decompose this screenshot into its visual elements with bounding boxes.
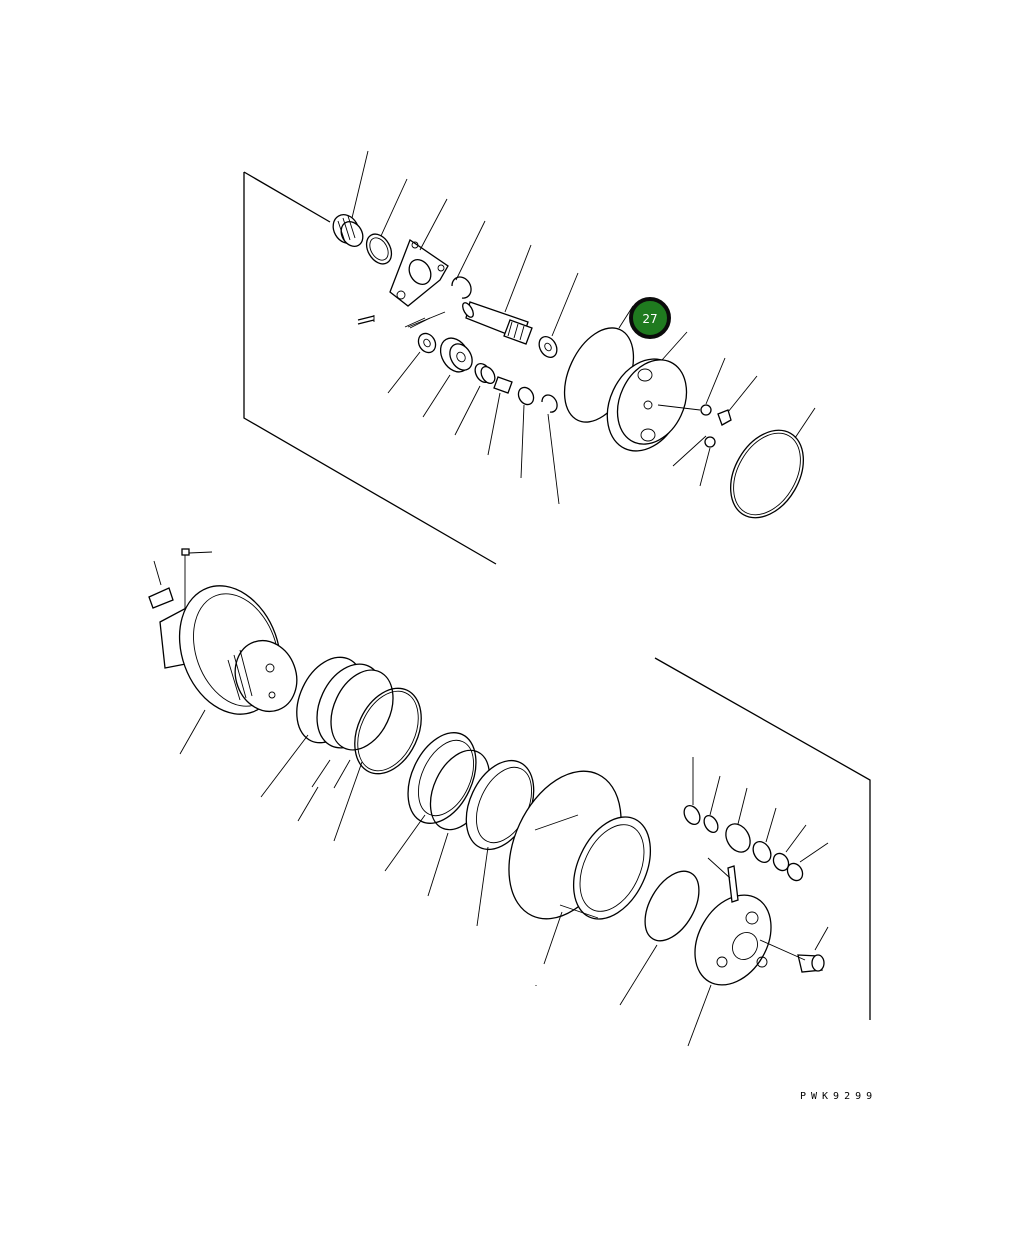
seal-ring-2	[354, 687, 422, 775]
planet-carrier	[694, 894, 772, 986]
snap-ring-top	[365, 233, 393, 265]
needle-bearing-top	[332, 214, 364, 247]
pin-sleeve	[797, 954, 825, 973]
cover-plate	[389, 238, 449, 307]
lower-group-frame	[654, 657, 871, 1020]
washer-lower-1	[683, 805, 701, 825]
planet-gear-lower	[725, 823, 751, 853]
upper-leader-lines	[351, 150, 816, 505]
motor-housing	[159, 585, 298, 715]
carrier-pin	[727, 865, 739, 903]
sun-gear-upper	[474, 363, 496, 385]
washer-lower-3	[772, 852, 790, 872]
washer-upper	[517, 386, 535, 406]
shaft	[462, 301, 533, 345]
callout-27-badge[interactable]: 27	[629, 297, 671, 339]
lower-parts	[148, 548, 825, 986]
planet-gear-upper	[439, 337, 473, 373]
plug-b	[717, 409, 732, 426]
drawing-code: PWK9299	[800, 1091, 877, 1102]
lower-leader-lines	[179, 709, 829, 1047]
circlip-lower-upper	[541, 394, 558, 413]
name-plate	[148, 587, 174, 609]
carrier-cover	[606, 358, 688, 452]
main-bearing-a	[407, 732, 477, 824]
washer-lower-2	[703, 814, 719, 834]
plug-a	[700, 404, 712, 416]
ball-bearing-upper	[538, 336, 558, 358]
upper-group-frame	[243, 171, 497, 565]
floating-seal-b	[330, 669, 394, 751]
plug-c	[704, 436, 716, 448]
upper-parts	[332, 214, 804, 519]
ring-gear-hub	[508, 770, 651, 920]
sleeve-upper	[493, 376, 513, 394]
bolt-small	[357, 315, 375, 325]
snap-ring-large-lower	[644, 870, 700, 942]
circlip-upper	[451, 276, 472, 299]
callout-27-label: 27	[642, 312, 657, 326]
needle-bearing-lower	[752, 841, 772, 863]
thrust-washer	[417, 332, 437, 354]
snap-ring-large-upper	[730, 429, 804, 519]
washer-lower-4	[786, 862, 804, 882]
